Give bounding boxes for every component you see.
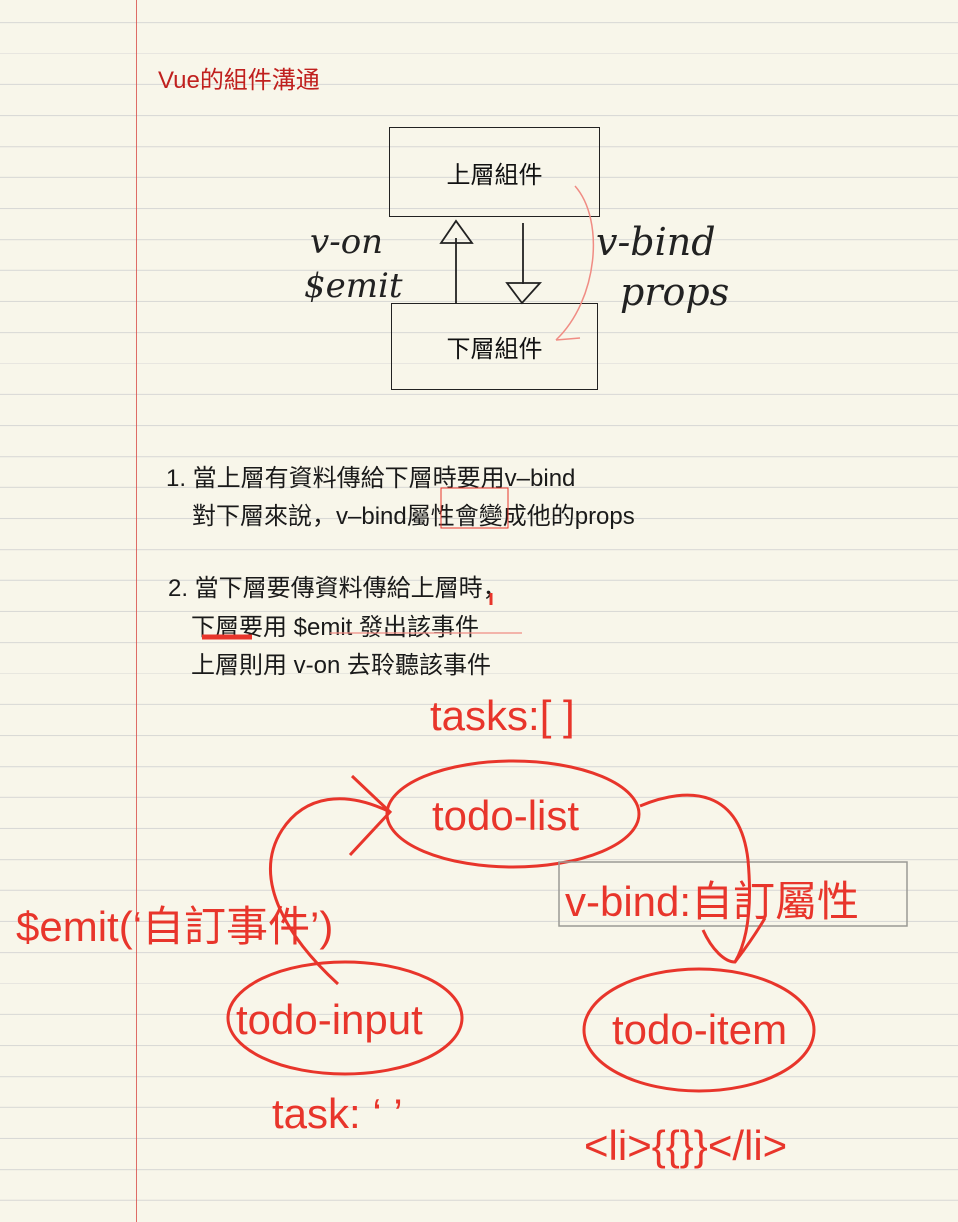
props-label: props <box>620 270 730 314</box>
emit-arrow-icon <box>269 774 393 986</box>
tasks-label: tasks:[ ] <box>430 692 575 739</box>
todo-list-ellipse <box>385 759 641 869</box>
upper-component-box: 上層組件 <box>389 127 600 217</box>
note-1-line-1: 1. 當上層有資料傳給下層時要用v–bind <box>166 465 576 492</box>
pink-curve-arrow-icon <box>555 185 595 341</box>
todo-input-label: todo-input <box>236 996 423 1043</box>
todo-list-label: todo-list <box>432 792 580 839</box>
li-template-label: <li>{{}}</li> <box>584 1122 788 1169</box>
todo-input-ellipse <box>226 960 464 1076</box>
todo-item-label: todo-item <box>612 1006 788 1053</box>
note-2-line-3: 上層則用 v-on 去聆聽該事件 <box>191 652 492 679</box>
lower-component-box: 下層組件 <box>391 303 598 390</box>
up-arrow-icon <box>439 219 474 303</box>
upper-component-label: 上層組件 <box>446 161 543 189</box>
v-on-label: v-on <box>310 222 384 262</box>
page-title: Vue的組件溝通 <box>158 67 320 94</box>
task-label: task: ‘ ’ <box>272 1090 403 1137</box>
notebook-margin-line <box>136 0 137 1222</box>
bind-attr-label: v-bind:自訂屬性 <box>565 878 860 925</box>
bind-arrow-icon <box>639 793 767 964</box>
lower-component-label: 下層組件 <box>446 336 543 363</box>
note-1-line-2: 對下層來說，v–bind屬性會變成他的props <box>192 503 635 530</box>
highlight-box <box>440 487 509 529</box>
down-arrow-icon <box>505 223 543 305</box>
note-2-line-2: 下層要用 $emit 發出該事件 <box>191 614 480 641</box>
bind-label-box <box>558 861 908 927</box>
todo-item-ellipse <box>582 967 816 1093</box>
v-bind-label: v-bind <box>596 220 716 264</box>
emit-label: $emit <box>304 266 403 306</box>
note-2-line-1: 2. 當下層要傳資料傳給上層時， <box>168 575 507 602</box>
